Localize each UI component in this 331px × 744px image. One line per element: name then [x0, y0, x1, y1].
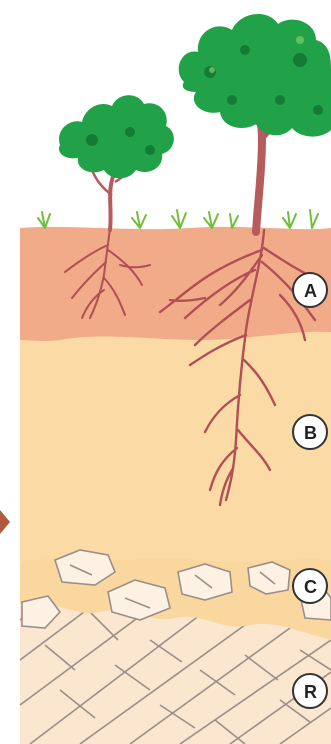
big-tree-foliage: [179, 14, 331, 137]
horizon-label-a: A: [293, 273, 327, 307]
small-tree: [59, 95, 174, 230]
svg-text:A: A: [304, 281, 317, 301]
svg-text:B: B: [304, 423, 317, 443]
svg-text:C: C: [304, 577, 317, 597]
horizon-label-r: R: [293, 674, 327, 708]
big-tree: [179, 14, 331, 232]
grass-tufts: [38, 210, 318, 228]
b-horizon-band: [20, 330, 331, 562]
side-arrow-icon: [0, 510, 10, 534]
horizon-label-c: C: [293, 569, 327, 603]
svg-text:R: R: [304, 682, 317, 702]
small-tree-foliage: [59, 95, 174, 178]
horizon-label-b: B: [293, 415, 327, 449]
